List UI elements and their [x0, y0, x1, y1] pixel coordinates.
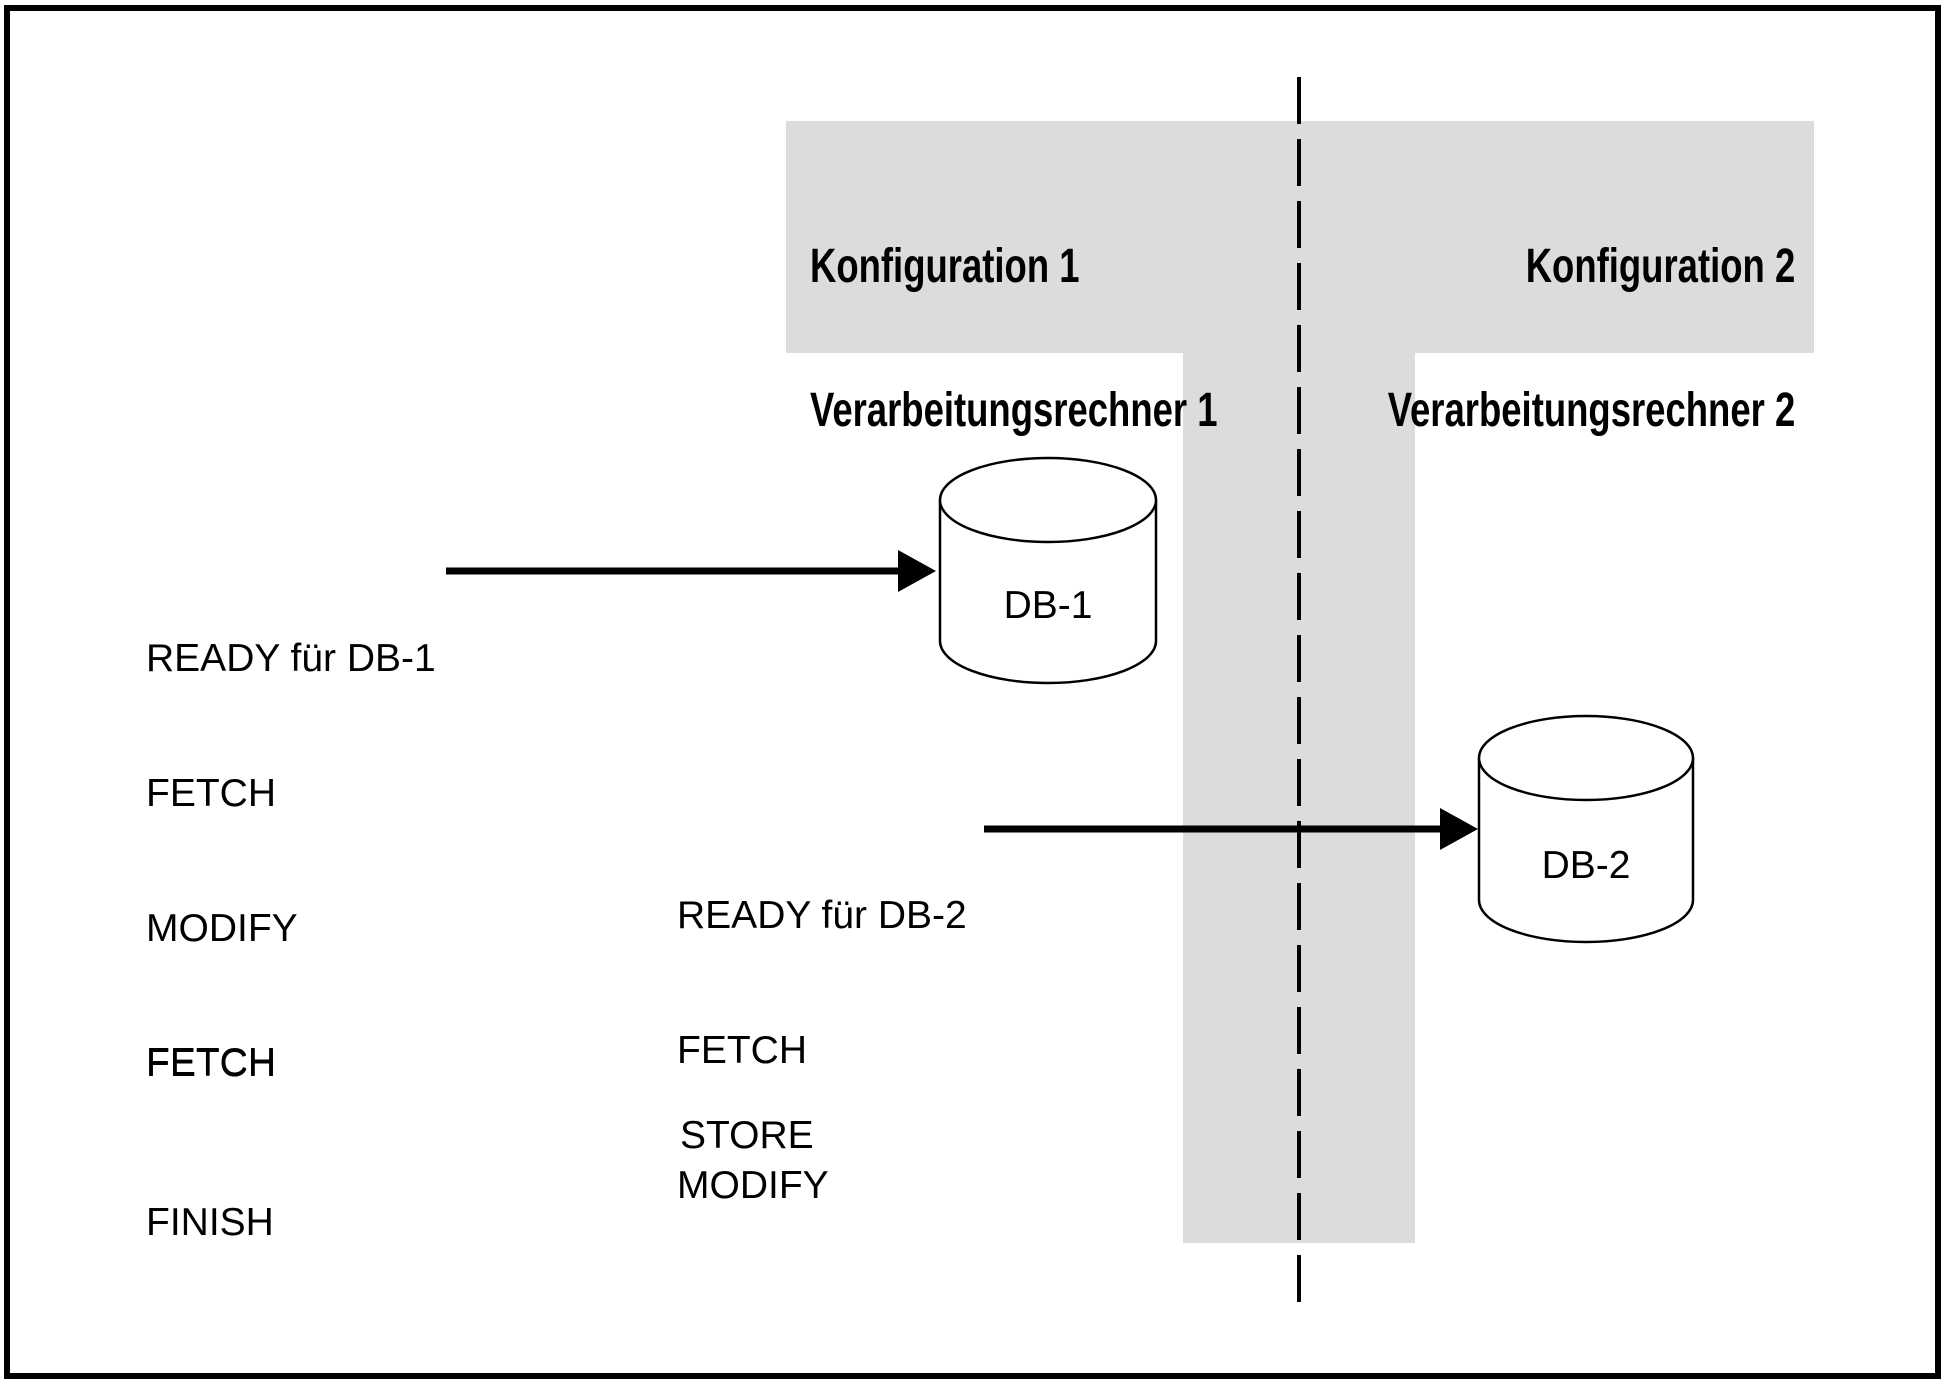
command-fetch-3: FETCH: [677, 1029, 807, 1072]
header-configuration-2-line2: Verarbeitungsrechner 2: [1387, 384, 1795, 437]
command-ready-db1: READY für DB-1: [146, 637, 436, 680]
header-configuration-2: Konfiguration 2 Verarbeitungsrechner 2: [1387, 147, 1795, 531]
command-fetch-2: FETCH: [146, 1042, 276, 1085]
command-block-db1: READY für DB-1 FETCH MODIFY FETCH: [146, 546, 436, 1176]
command-ready-db2: READY für DB-2: [677, 894, 967, 937]
header-configuration-2-line1: Konfiguration 2: [1525, 240, 1795, 293]
command-fetch-1: FETCH: [146, 772, 276, 815]
command-modify-1: MODIFY: [146, 907, 298, 950]
command-store: STORE: [680, 1114, 814, 1157]
command-finish: FINISH: [146, 1201, 274, 1244]
arrow-ready-db2-icon: [984, 808, 1478, 850]
db2-cylinder-icon: [1477, 714, 1695, 944]
header-configuration-1-line2: Verarbeitungsrechner 1: [810, 384, 1218, 437]
command-block-db2: READY für DB-2 FETCH MODIFY: [677, 803, 967, 1298]
header-configuration-1-line1: Konfiguration 1: [810, 240, 1080, 293]
db2-label: DB-2: [1541, 844, 1631, 887]
command-fetch-late: FETCH: [146, 1041, 276, 1084]
header-configuration-1: Konfiguration 1 Verarbeitungsrechner 1: [810, 147, 1218, 531]
db1-label: DB-1: [1003, 584, 1093, 627]
command-modify-2: MODIFY: [677, 1164, 829, 1207]
arrow-ready-db1-icon: [446, 550, 936, 592]
db1-cylinder-icon: [938, 456, 1158, 685]
